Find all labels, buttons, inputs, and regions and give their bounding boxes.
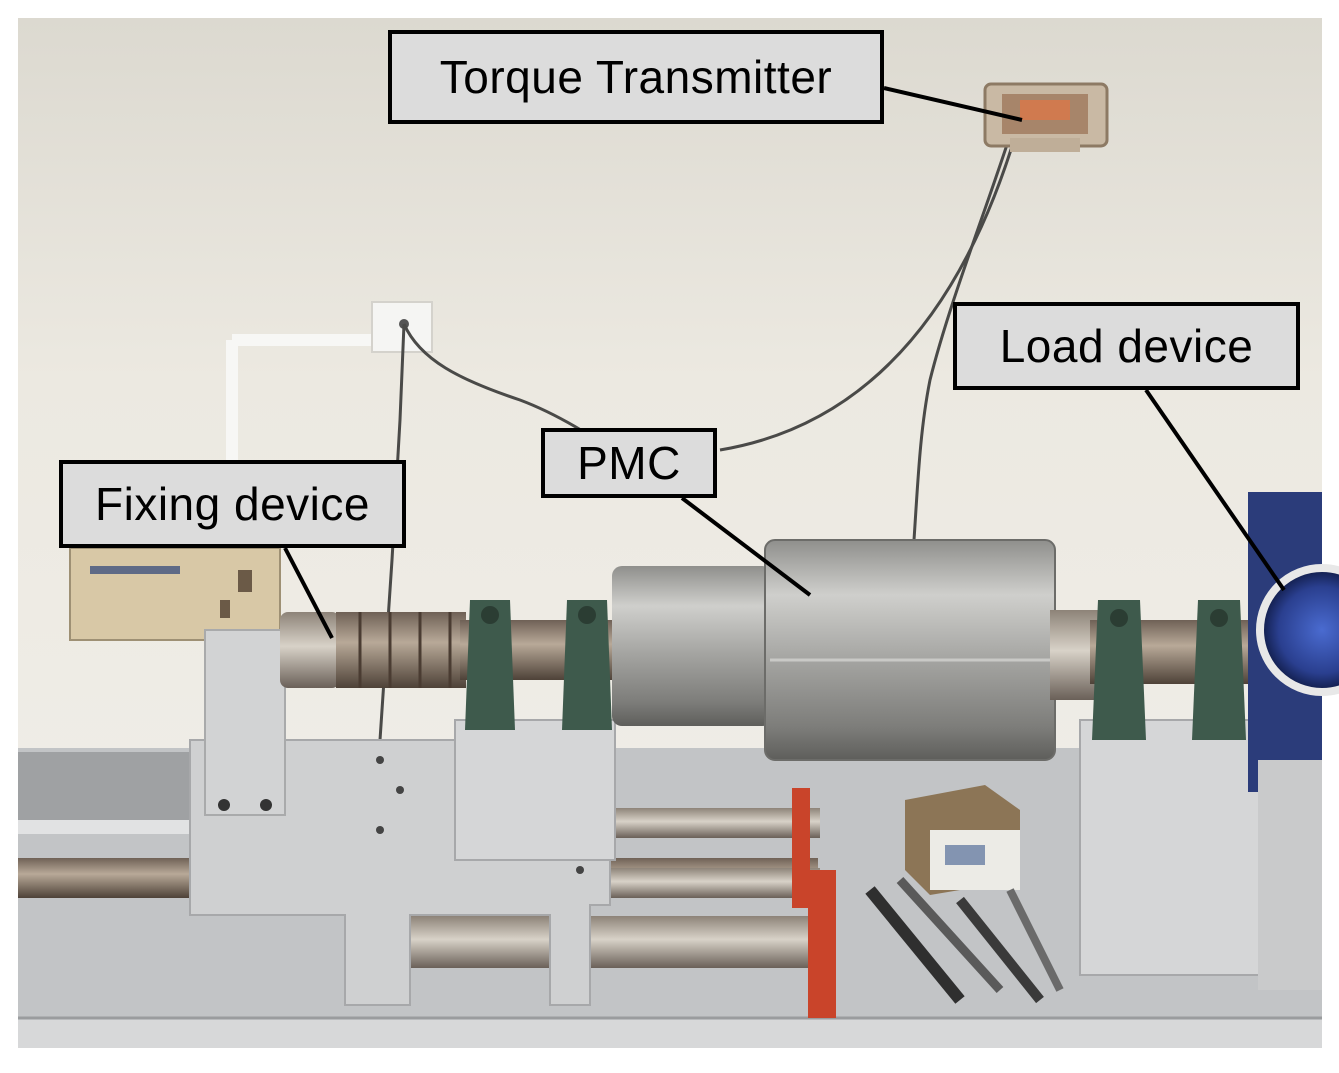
leader-line-torque-transmitter bbox=[883, 86, 1023, 122]
fixing-device bbox=[204, 629, 286, 816]
parts-and-tools bbox=[865, 785, 1064, 1004]
red-bracket bbox=[792, 788, 836, 1018]
label-torque-transmitter: Torque Transmitter bbox=[388, 30, 884, 124]
control-box bbox=[69, 547, 281, 641]
wall-conduit bbox=[226, 301, 433, 480]
leader-line-fixing-device bbox=[283, 547, 334, 639]
leader-lines bbox=[283, 86, 1286, 639]
right-bearing-supports bbox=[1079, 600, 1271, 976]
label-load-device: Load device bbox=[953, 302, 1300, 390]
label-fixing-device: Fixing device bbox=[59, 460, 406, 548]
label-pmc: PMC bbox=[541, 428, 717, 498]
leader-line-pmc bbox=[680, 496, 812, 597]
left-bearing-supports bbox=[454, 600, 616, 861]
load-device-motor bbox=[1248, 492, 1339, 990]
leader-line-load-device bbox=[1144, 388, 1286, 592]
torque-transmitter-device bbox=[983, 82, 1109, 152]
